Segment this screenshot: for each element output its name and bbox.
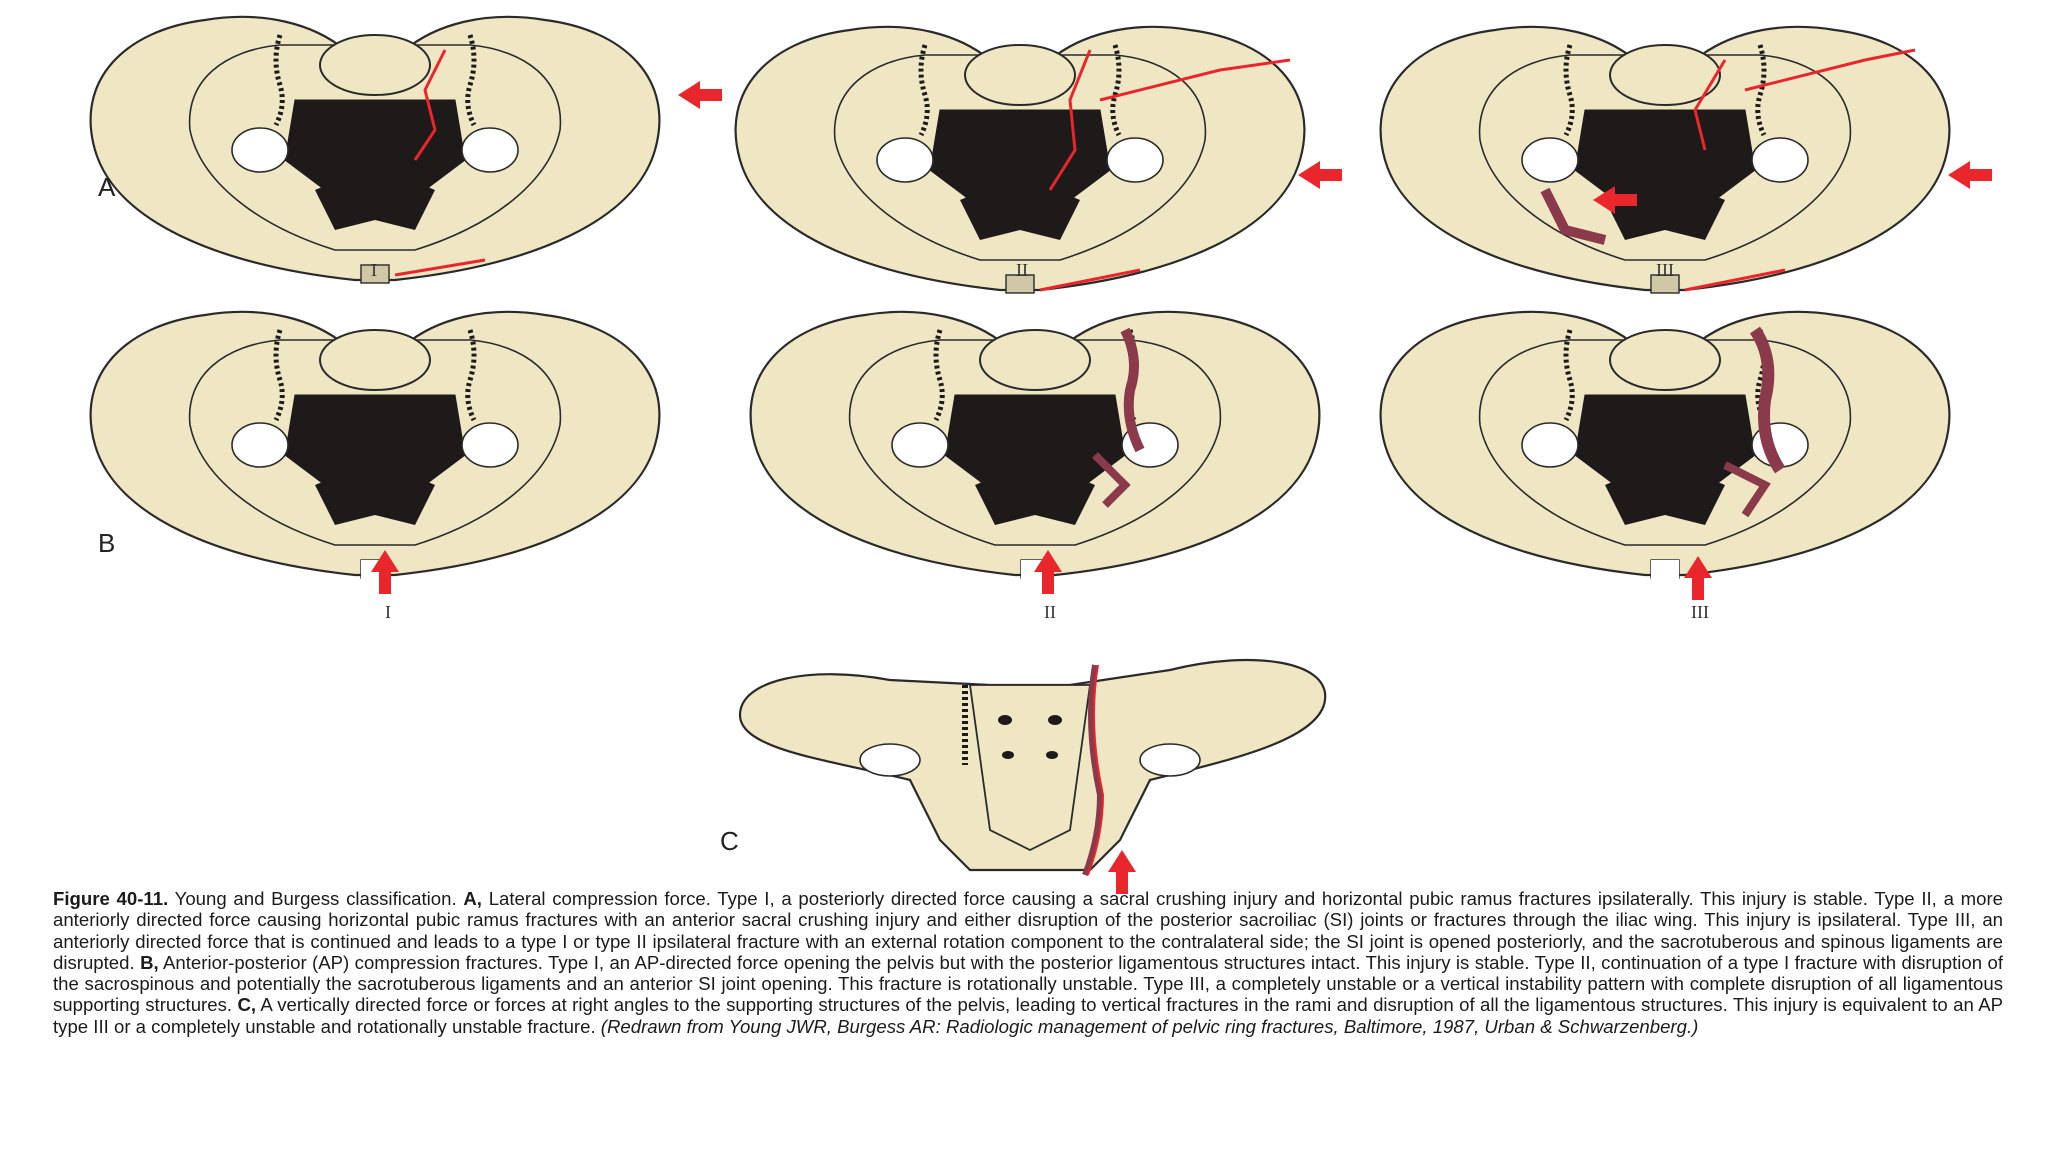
pelvis-b3 (1381, 312, 1950, 580)
force-arrow-a1 (678, 81, 722, 109)
type-label-b3: III (1691, 602, 1709, 622)
pelvis-a2 (736, 27, 1305, 293)
pelvis-a3 (1381, 27, 1950, 293)
pelvis-b2 (751, 312, 1320, 580)
type-label-b1: I (385, 602, 391, 622)
force-arrow-a2 (1298, 161, 1342, 189)
pelvis-a1 (91, 17, 660, 283)
row-c-vertical-shear: C (720, 658, 1327, 894)
caption-label-a: A, (463, 888, 482, 909)
force-arrow-a3-lateral (1948, 161, 1992, 189)
type-label-a2: II (1016, 260, 1028, 280)
caption-seg1: Young and Burgess classification. (168, 888, 464, 909)
pelvis-b1 (91, 312, 660, 580)
type-label-b2: II (1044, 602, 1056, 622)
row-b-ap-compression: B I II III (91, 312, 1950, 622)
row-letter-a: A (98, 172, 116, 202)
type-label-a1: I (371, 260, 377, 280)
caption-figure-label: Figure 40-11. (53, 888, 169, 909)
row-letter-b: B (98, 528, 115, 558)
caption-seg3: Anterior-posterior (AP) compression frac… (53, 951, 2003, 1016)
figure-caption: Figure 40-11. Young and Burgess classifi… (53, 888, 2003, 1148)
row-letter-c: C (720, 826, 739, 856)
caption-label-b: B, (140, 951, 159, 973)
row-a-lateral-compression: A I II III (91, 17, 1992, 293)
type-label-a3: III (1656, 260, 1674, 280)
caption-seg4: A vertically directed force or forces at… (53, 994, 2003, 1037)
pelvis-c (738, 658, 1327, 877)
caption-seg2: Lateral compression force. Type I, a pos… (53, 888, 2003, 973)
caption-label-c: C, (237, 994, 257, 1016)
caption-credit: (Redrawn from Young JWR, Burgess AR: Rad… (600, 1015, 1699, 1037)
